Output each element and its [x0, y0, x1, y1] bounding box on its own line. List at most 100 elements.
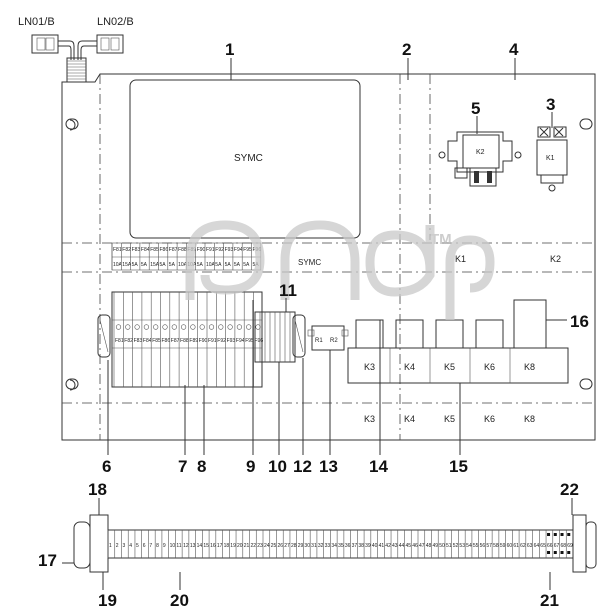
strip-terminal-number: 63: [527, 543, 533, 549]
callout-9: 9: [246, 457, 255, 476]
strip-terminal-number: 20: [237, 543, 243, 549]
fuse-strip-rating: 5A: [215, 262, 222, 268]
relay-k2-pin: [487, 171, 492, 183]
fuse-slot-label: F86: [162, 338, 171, 344]
fuse-strip-rating: 5A: [169, 262, 176, 268]
strip-terminal-number: 49: [432, 543, 438, 549]
callout-8: 8: [197, 457, 206, 476]
strip-terminal-number: 62: [520, 543, 526, 549]
relay-k2-screw: [438, 151, 446, 159]
strip-terminal-number: 54: [466, 543, 472, 549]
fuse-socket: [162, 324, 168, 330]
watermark-trademark: TM: [430, 231, 452, 248]
strip-terminal-number: 66: [547, 543, 553, 549]
relay-k1-base: [540, 174, 564, 184]
relay-k1-terminal-box: [537, 126, 551, 138]
jumper-marker: [560, 533, 564, 536]
fuse-strip-rating: 5A: [243, 262, 250, 268]
fuse-strip-rating: 15A: [122, 262, 132, 268]
end-clamp-hatch: [294, 319, 304, 353]
strip-terminal-number: 11: [176, 543, 181, 549]
strip-terminal-number: 51: [446, 543, 452, 549]
fuse-socket: [199, 324, 205, 330]
rail-header-k1: K1: [455, 254, 466, 264]
relay-k2-pin: [474, 171, 479, 183]
watermark-stroke: [445, 235, 495, 320]
watermark-stroke: [280, 220, 360, 300]
relay-k3-cap: [355, 319, 384, 349]
strip-terminal-number: 53: [459, 543, 465, 549]
strip-terminal-number: 42: [385, 543, 391, 549]
rail-header-k2: K2: [550, 254, 561, 264]
callout-20: 20: [170, 591, 189, 610]
fuse-strip-label: F88: [178, 247, 187, 253]
relay-k4-bottom-label: K4: [404, 414, 415, 424]
fuse-label-strip: F8110AF8215AF835AF845AF8515AF865AF875AF8…: [111, 242, 261, 271]
fuse-socket: [153, 324, 159, 330]
relay-k8-label: K8: [524, 362, 535, 372]
end-clamp-right: [292, 314, 306, 358]
relay-k1-screw: [548, 184, 556, 192]
strip-terminal-number: 32: [318, 543, 324, 549]
strip-terminal-number: 12: [183, 543, 189, 549]
relay-k4-label: K4: [404, 362, 415, 372]
fuse-slot-label: F85: [152, 338, 161, 344]
fuse-slot-label: F95: [245, 338, 254, 344]
fuse-strip-rating: 10A: [178, 262, 188, 268]
fuse-strip-rating: 10A: [113, 262, 123, 268]
fuse-strip-rating: 5A: [141, 262, 148, 268]
strip-terminal-number: 37: [352, 543, 358, 549]
strip-terminal-number: 19: [230, 543, 236, 549]
strip-end-clamp-right: [572, 514, 587, 573]
strip-terminal-number: 30: [304, 543, 310, 549]
strip-terminal-number: 61: [513, 543, 519, 549]
fuse-strip-label: F86: [160, 247, 169, 253]
fuse-slot-label: F90: [199, 338, 208, 344]
relay-k5-bottom-label: K5: [444, 414, 455, 424]
strip-terminal-number: 43: [392, 543, 398, 549]
relay-k3-bottom-label: K3: [364, 414, 375, 424]
fuse-slot-label: F89: [189, 338, 198, 344]
callout-19: 19: [98, 591, 117, 610]
fuse-slot-label: F88: [180, 338, 189, 344]
watermark-logo: TM: [185, 220, 495, 320]
relay-k4-cap: [395, 319, 424, 349]
fuse-strip-label: F94: [234, 247, 243, 253]
strip-terminal-number: 36: [345, 543, 351, 549]
fuse-slot-label: F91: [208, 338, 217, 344]
resistor-lead: [341, 329, 349, 337]
strip-terminal-number: 41: [379, 543, 385, 549]
fuse-socket: [208, 324, 215, 330]
resistor-r1-label: R1: [315, 338, 323, 344]
fuse-slot-label: F82: [124, 338, 133, 344]
strip-terminal-number: 46: [412, 543, 418, 549]
mounting-slot: [579, 118, 593, 130]
relay-k2-socket: [469, 167, 497, 187]
fuse-socket: [143, 324, 149, 330]
connector-ln02-label: LN02/B: [97, 16, 134, 28]
connector-ln01-pin: [45, 37, 55, 51]
strip-terminal-number: 58: [493, 543, 499, 549]
fuse-strip-rating: 5A: [132, 262, 139, 268]
strip-terminal-number: 3: [122, 543, 125, 549]
mounting-slot: [579, 378, 593, 390]
strip-terminal-number: 69: [567, 543, 573, 549]
strip-end-stop-right: [585, 521, 597, 569]
fuse-strip-rating: 5A: [197, 262, 204, 268]
strip-terminal-number: 35: [338, 543, 344, 549]
fuse-strip-label: F93: [225, 247, 234, 253]
strip-terminal-number: 45: [406, 543, 412, 549]
fuse-socket: [134, 324, 140, 330]
fuse-socket: [255, 324, 261, 330]
fuse-strip-label: F91: [206, 247, 215, 253]
strip-terminal-number: 39: [365, 543, 371, 549]
fuse-strip-rating: 5A: [225, 262, 232, 268]
callout-13: 13: [319, 457, 338, 476]
cable-harness: [58, 40, 97, 60]
panel-left-slots: [69, 119, 76, 391]
fuse-slot-label: F93: [227, 338, 236, 344]
strip-terminal-number: 6: [143, 543, 146, 549]
fuse-strip-label: F87: [169, 247, 178, 253]
